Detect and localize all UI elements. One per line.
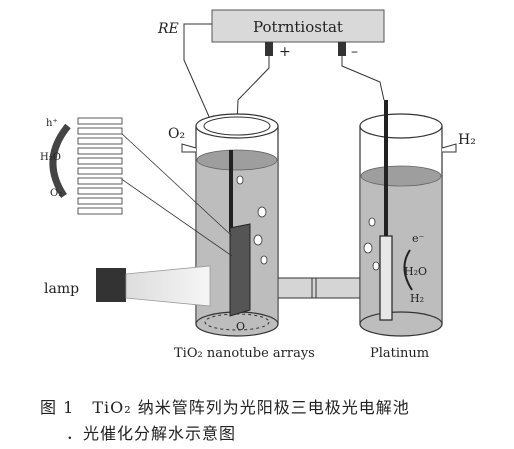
hplus-label: h⁺ (46, 118, 58, 129)
re-wire (183, 23, 215, 129)
hole-arrow (49, 123, 71, 198)
figure-number: 图 1 (40, 398, 75, 417)
cathode-arrow (403, 249, 413, 291)
plus-terminal (265, 42, 273, 56)
minus-label: – (351, 44, 358, 60)
light-beam (125, 265, 211, 307)
lamp-body (96, 268, 126, 302)
potentiostat-box (211, 9, 385, 43)
figure-caption-line-2: ．光催化分解水示意图 (66, 420, 514, 444)
lamp-label: lamp (44, 281, 79, 297)
cathode-wire (341, 56, 385, 101)
tio2-plate (229, 223, 251, 317)
caption-text-1: TiO₂ 纳米管阵列为光阳极三电极光电解池 (92, 398, 410, 417)
figure-caption-line-1: 图 1 TiO₂ 纳米管阵列为光阳极三电极光电解池 (40, 394, 500, 418)
anode-bubbles (236, 175, 268, 265)
anode-rod (229, 150, 233, 232)
cathode-rod (384, 100, 388, 240)
zoom-line-bottom (119, 177, 233, 257)
o2-small-label: O₂ (50, 188, 62, 199)
cathode-cell (359, 113, 457, 337)
zoom-line-top (119, 131, 233, 237)
h2-outlet-label: H₂ (458, 132, 476, 148)
caption-text-2: ．光催化分解水示意图 (66, 424, 237, 443)
h2o-right-label: H₂O (404, 265, 427, 278)
platinum-electrode (379, 235, 393, 321)
tio2-label: TiO₂ nanotube arrays (174, 346, 315, 361)
minus-terminal (338, 42, 346, 56)
eminus-label: e⁻ (412, 232, 425, 245)
nanotube-inset (77, 117, 123, 215)
re-label: RE (157, 21, 179, 37)
h2-right-small-label: H₂ (410, 292, 424, 305)
o2-outlet-label: O₂ (168, 126, 185, 142)
h2o-left-label: H₂O (40, 152, 61, 163)
connecting-tube (277, 277, 363, 299)
platinum-label: Platinum (370, 346, 429, 361)
potentiostat-label: Potrntiostat (253, 18, 343, 36)
cathode-bubbles (363, 217, 380, 271)
plus-label: + (279, 44, 291, 60)
o-marker: O (236, 320, 245, 333)
